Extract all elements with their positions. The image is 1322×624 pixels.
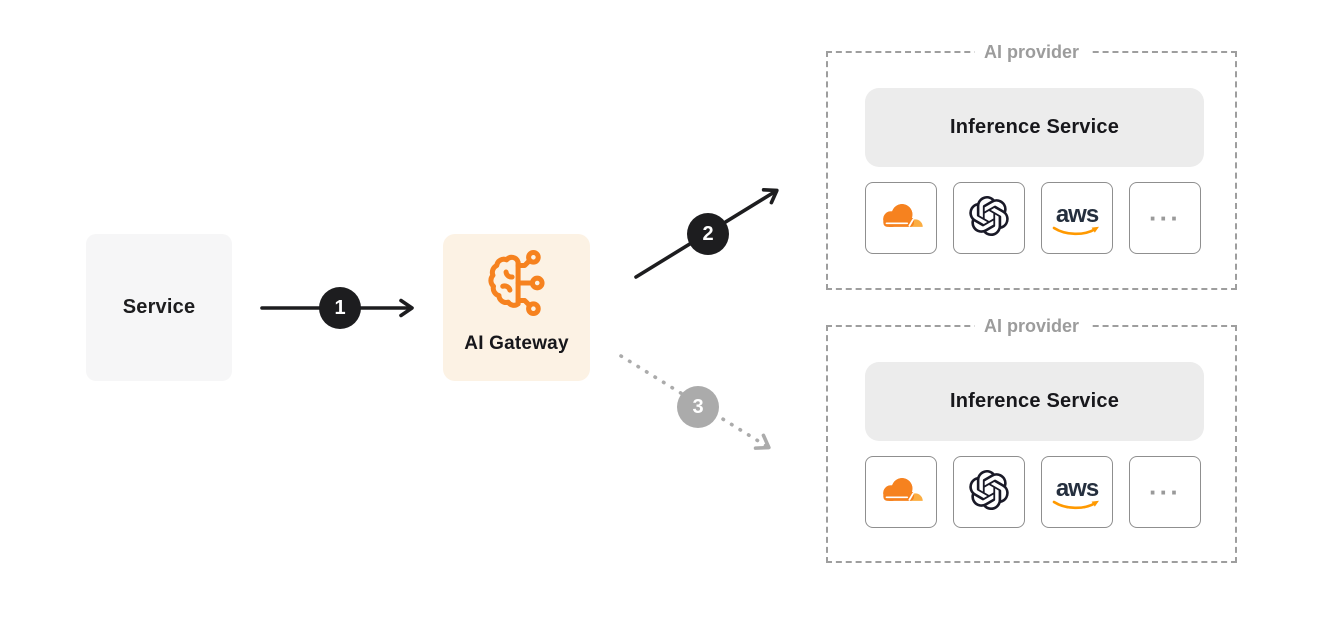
aws-logo-cell: aws — [1041, 456, 1113, 528]
aws-wordmark: aws — [1055, 474, 1099, 502]
ellipsis-icon: ··· — [1149, 477, 1181, 507]
service-box: Service — [86, 234, 232, 381]
step-badge-1-number: 1 — [334, 296, 346, 319]
inference-service-label-1: Inference Service — [949, 116, 1120, 138]
aws-icon: aws — [1052, 200, 1102, 237]
step-badge-1: 1 — [319, 287, 361, 329]
ai-provider-title-2: AI provider — [973, 313, 1090, 339]
more-providers-cell: ··· — [1129, 456, 1201, 528]
aws-logo-cell: aws — [1041, 182, 1113, 254]
more-providers-cell: ··· — [1129, 182, 1201, 254]
brain-circuit-icon — [482, 248, 552, 323]
inference-service-box-2: Inference Service — [865, 362, 1204, 441]
step-badge-2-number: 2 — [702, 222, 714, 245]
step-badge-3: 3 — [677, 386, 719, 428]
openai-logo-cell — [953, 456, 1025, 528]
cloudflare-icon — [875, 198, 927, 239]
provider-logo-row-1: aws ··· — [865, 182, 1201, 254]
cloudflare-logo-cell — [865, 456, 937, 528]
openai-logo-cell — [953, 182, 1025, 254]
aws-icon: aws — [1052, 474, 1102, 511]
aws-wordmark: aws — [1055, 200, 1099, 228]
ai-provider-panel-1: AI provider Inference Service — [826, 39, 1237, 290]
ai-provider-panel-2: AI provider Inference Service — [826, 313, 1237, 563]
step-badge-3-number: 3 — [692, 395, 704, 418]
cloudflare-icon — [875, 472, 927, 513]
openai-icon — [969, 469, 1009, 515]
ai-gateway-box: AI Gateway — [443, 234, 590, 381]
ai-gateway-label: AI Gateway — [464, 333, 569, 354]
provider-logo-row-2: aws ··· — [865, 456, 1201, 528]
inference-service-box-1: Inference Service — [865, 88, 1204, 167]
ellipsis-icon: ··· — [1149, 203, 1181, 233]
ai-provider-title-1: AI provider — [973, 39, 1090, 65]
step-badge-2: 2 — [687, 213, 729, 255]
openai-icon — [969, 195, 1009, 241]
inference-service-label-2: Inference Service — [949, 390, 1120, 412]
service-label: Service — [122, 296, 196, 318]
cloudflare-logo-cell — [865, 182, 937, 254]
